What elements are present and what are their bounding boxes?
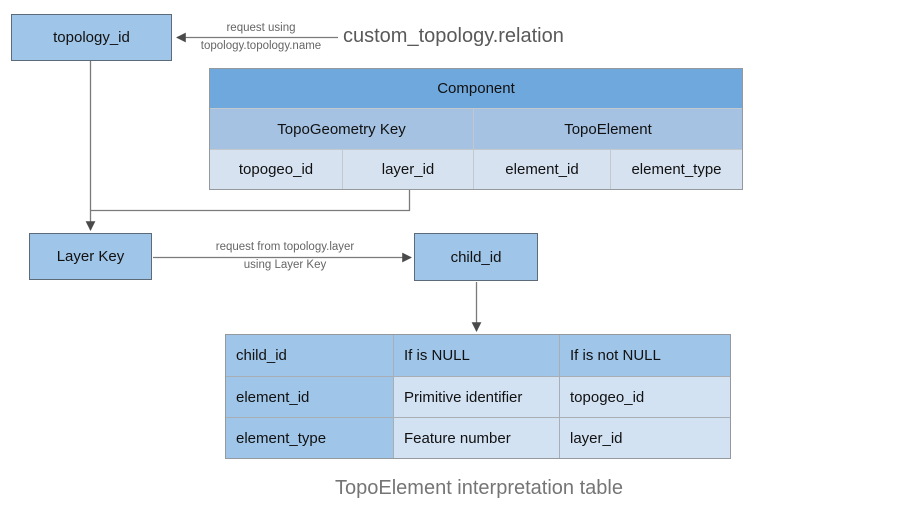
interp-cell-element-type: element_type [226,417,394,458]
layer-id-cell: layer_id [343,149,474,189]
arrow-label-request-from: request from topology.layer using Layer … [199,241,371,272]
interp-header-if-not-null: If is not NULL [560,335,730,376]
component-table-group-row: TopoGeometry Key TopoElement [210,108,742,149]
interp-cell-element-id: element_id [226,376,394,417]
layer-key-box: Layer Key [29,233,152,280]
arrow-label-request-using: request using topology.topology.name [181,22,341,53]
element-id-cell: element_id [474,149,611,189]
arrow-label-line: request using [226,22,296,34]
interp-cell-primitive-identifier: Primitive identifier [394,376,560,417]
diagram-title: custom_topology.relation [343,25,564,47]
topogeo-id-cell: topogeo_id [210,149,343,189]
interp-cell-topogeo-id: topogeo_id [560,376,730,417]
layer-key-box-label: Layer Key [56,248,125,265]
connector-layer-id-to-junction [90,190,411,212]
arrow-label-line: topology.topology.name [200,40,322,52]
interpretation-table-header-row: child_id If is NULL If is not NULL [226,335,730,376]
element-type-cell: element_type [611,149,742,189]
component-table: Component TopoGeometry Key TopoElement t… [209,68,743,190]
diagram-caption: TopoElement interpretation table [335,477,623,499]
topology-id-box-label: topology_id [53,29,130,46]
component-table-title-cell: Component [210,69,742,108]
interp-header-child-id: child_id [226,335,394,376]
interpretation-table-row: element_id Primitive identifier topogeo_… [226,376,730,417]
arrow-label-line: using Layer Key [243,259,327,271]
interp-cell-layer-id: layer_id [560,417,730,458]
interpretation-table: child_id If is NULL If is not NULL eleme… [225,334,731,459]
topoelement-header-cell: TopoElement [474,108,742,149]
interp-header-if-null: If is NULL [394,335,560,376]
interpretation-table-row: element_type Feature number layer_id [226,417,730,458]
component-table-columns-row: topogeo_id layer_id element_id element_t… [210,149,742,189]
interp-cell-feature-number: Feature number [394,417,560,458]
topogeometry-key-header-cell: TopoGeometry Key [210,108,474,149]
child-id-box-label: child_id [450,248,502,266]
arrow-label-line: request from topology.layer [215,241,355,253]
topology-id-box: topology_id [11,14,172,61]
component-table-header-row: Component [210,69,742,108]
child-id-box: child_id [414,233,538,281]
